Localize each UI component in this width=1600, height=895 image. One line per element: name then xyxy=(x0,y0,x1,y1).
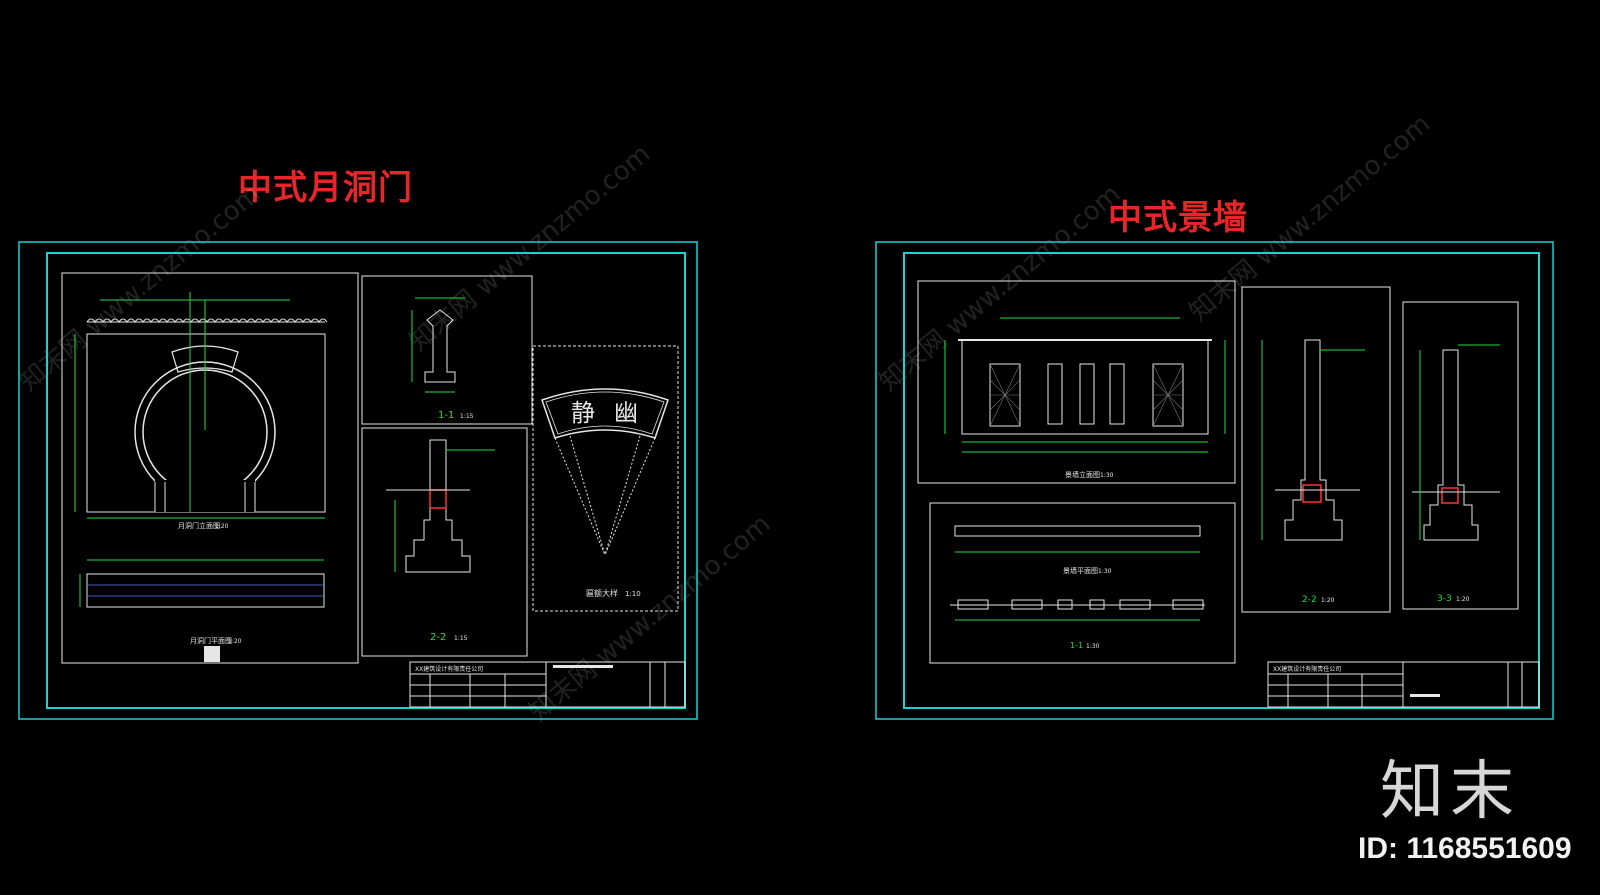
elevation-caption: 月洞门立面图 xyxy=(178,521,220,530)
wall-section-33-label: 3-3 xyxy=(1437,594,1452,604)
left-sheet: 月洞门立面图 1:20 月洞门平面图 1:20 1-1 1:15 2-2 1:1… xyxy=(18,241,698,720)
wall-plan-caption: 景墙平面图 xyxy=(1063,566,1098,575)
wall-elevation-caption: 景墙立面图 xyxy=(1065,470,1100,479)
right-sheet: 景墙立面图 1:30 景墙平面图 1:30 1-1 1:30 2-2 1:20 xyxy=(875,241,1554,720)
wall-section-11-scale: 1:30 xyxy=(1086,643,1100,650)
left-company-name: XX建筑设计有限责任公司 xyxy=(415,665,483,673)
right-inner-frame xyxy=(903,252,1540,709)
plan-scale: 1:20 xyxy=(228,638,242,645)
wall-elevation-panel xyxy=(917,280,1236,484)
plan-caption: 月洞门平面图 xyxy=(190,636,232,645)
right-drawing-title: 中式景墙 xyxy=(1108,198,1248,238)
watermark-id: ID: 1168551609 xyxy=(1358,832,1572,865)
left-drawing-title: 中式月洞门 xyxy=(238,168,413,208)
wall-section-33-scale: 1:20 xyxy=(1456,596,1470,603)
wall-section-22-label: 2-2 xyxy=(1302,595,1317,605)
wall-section-33-panel xyxy=(1402,301,1519,610)
plaque-char-1: 静 xyxy=(571,399,595,427)
plaque-caption: 匾额大样 xyxy=(586,588,618,598)
section-11-profile xyxy=(424,309,456,383)
right-outer-frame xyxy=(875,241,1554,720)
wall-section-22-profile xyxy=(1284,339,1343,541)
roof-tile-line xyxy=(86,318,328,323)
wall-elevation-scale: 1:30 xyxy=(1100,472,1114,479)
elevation-scale: 1:20 xyxy=(215,523,229,530)
section-22-panel xyxy=(361,427,528,657)
plaque-scale: 1:10 xyxy=(625,590,641,598)
wall-plan-strip xyxy=(954,525,1201,537)
section-11-scale: 1:15 xyxy=(460,413,474,420)
wall-section-11-label: 1-1 xyxy=(1070,641,1083,650)
plaque-char-2: 幽 xyxy=(614,399,638,427)
wall-plan-panel xyxy=(929,502,1236,664)
watermark-logo: 知末 xyxy=(1380,755,1520,829)
section-22-label: 2-2 xyxy=(430,632,446,643)
elevation-panel xyxy=(61,272,359,664)
wall-section-22-scale: 1:20 xyxy=(1321,597,1335,604)
section-22-profile xyxy=(405,439,471,573)
section-22-detail xyxy=(429,489,447,509)
wall-section-22-panel xyxy=(1241,286,1391,613)
wall-plan-scale: 1:30 xyxy=(1098,568,1112,575)
section-22-scale: 1:15 xyxy=(454,635,468,642)
right-company-name: XX建筑设计有限责任公司 xyxy=(1273,665,1341,673)
plan-outline xyxy=(86,573,325,608)
left-inner-frame xyxy=(46,252,686,709)
wall-elevation xyxy=(961,339,1209,435)
section-11-panel xyxy=(361,275,533,425)
left-outer-frame xyxy=(18,241,698,720)
section-11-label: 1-1 xyxy=(438,410,454,421)
wall-section-33-profile xyxy=(1423,349,1479,541)
plaque-detail-shape xyxy=(541,388,669,439)
plaque-detail-panel xyxy=(532,345,679,612)
